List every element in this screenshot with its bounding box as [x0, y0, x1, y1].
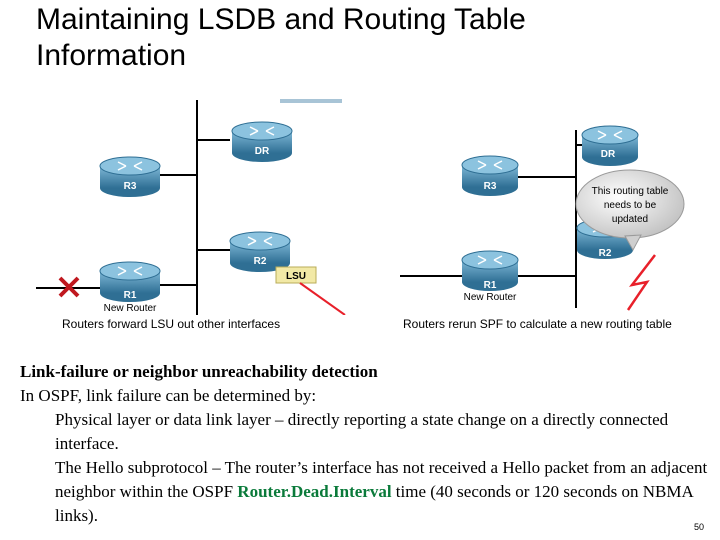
router-label: R1	[484, 280, 497, 291]
left-caption: Routers forward LSU out other interfaces	[62, 317, 281, 331]
router-label: R1	[124, 290, 137, 301]
speech-bubble: This routing table needs to be updated	[575, 169, 685, 252]
detection-method-2: The Hello subprotocol – The router’s int…	[20, 456, 710, 528]
router-label: DR	[255, 146, 270, 157]
new-router-label: New Router	[104, 303, 157, 314]
lsu-label: LSU	[286, 271, 306, 282]
dead-interval-term: Router.Dead.Interval	[237, 482, 392, 501]
router-dr-right: DR	[581, 125, 639, 166]
router-label: R2	[254, 256, 267, 267]
page-title: Maintaining LSDB and Routing Table Infor…	[36, 3, 526, 72]
lsu-packet: LSU	[275, 266, 346, 315]
left-network: DR R3 R2 R1 New Router LSU	[36, 99, 346, 315]
page-number: 50	[693, 522, 704, 532]
section-heading: Link-failure or neighbor unreachability …	[20, 362, 378, 381]
bubble-line-1: This routing table	[592, 186, 669, 197]
bubble-line-2: needs to be	[604, 200, 657, 211]
router-label: R3	[124, 181, 137, 192]
body-text: Link-failure or neighbor unreachability …	[20, 360, 710, 528]
router-r1-right: R1	[461, 250, 519, 291]
router-label: DR	[601, 149, 616, 160]
ospf-diagram: DR R3 R2 R1 New Router LSU	[36, 99, 685, 315]
intro-line: In OSPF, link failure can be determined …	[20, 386, 317, 405]
new-router-label: New Router	[464, 292, 517, 303]
method-2-text: The Hello subprotocol – The router’s int…	[55, 458, 708, 501]
router-r1-left: R1	[99, 261, 161, 302]
router-r3-right: R3	[461, 155, 519, 196]
detection-method-1: Physical layer or data link layer – dire…	[55, 410, 669, 453]
router-label: R2	[599, 248, 612, 259]
router-r3-left: R3	[99, 156, 161, 197]
router-label: R3	[484, 181, 497, 192]
failure-x-icon	[58, 276, 80, 298]
lsu-arrow	[299, 282, 346, 315]
bubble-line-3: updated	[612, 214, 648, 225]
router-dr-left: DR	[231, 121, 293, 162]
method-2-text-end: time (40 seconds or 120 seconds on NBMA …	[55, 482, 693, 525]
lightning-bolt-icon	[626, 254, 656, 311]
router-r2-left: R2	[229, 231, 291, 272]
right-network: DR R3 R2 R1 New Router This routi	[400, 125, 685, 311]
right-caption: Routers rerun SPF to calculate a new rou…	[403, 317, 672, 331]
